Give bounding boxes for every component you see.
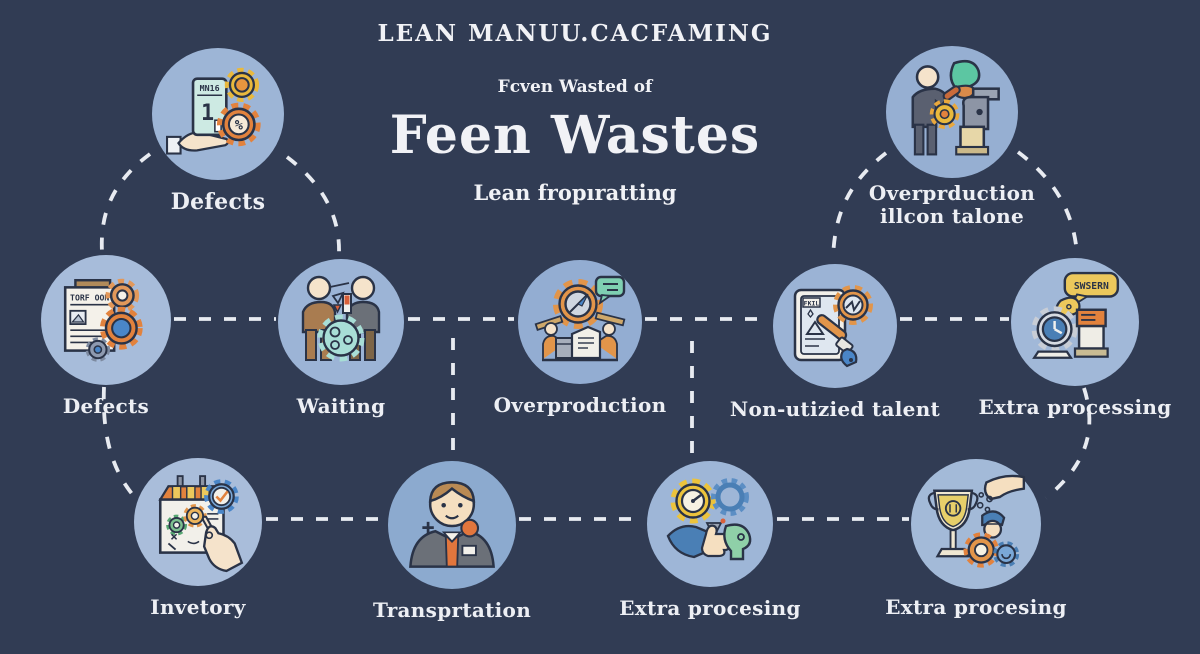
svg-text:SWSERN: SWSERN [1074, 281, 1109, 292]
calendar-gears-hand-icon [158, 475, 244, 573]
title-kicker: Fcven Wasted of [497, 77, 653, 97]
node-circle [647, 461, 773, 587]
node-label: Extra procesing [885, 595, 1067, 619]
worker-machine-icon [911, 60, 1000, 156]
node-circle [911, 459, 1041, 589]
node-label: Defects [62, 394, 150, 418]
node-circle [518, 260, 642, 384]
node-waiting: Waiting [216, 259, 466, 418]
node-label: Waiting [296, 394, 386, 418]
title-block: LEAN MANUU.CACFAMING Fcven Wasted of Fee… [360, 0, 790, 205]
node-circle: SWSERN [1011, 258, 1139, 386]
gear-compass-workers-icon [534, 275, 626, 362]
node-circle [886, 46, 1018, 178]
node-label: Invetory [150, 595, 246, 619]
gauge-gear-thumbsup-icon [666, 478, 752, 561]
title-eyebrow: LEAN MANUU.CACFAMING [377, 20, 773, 47]
node-overproduction-mid: Overprodıction [455, 260, 705, 417]
gear-clock-machine-bubble-icon: SWSERN [1031, 271, 1120, 359]
tablet-magnifier-gear-icon: FKIL [793, 285, 873, 368]
svg-text:MN16: MN16 [200, 83, 220, 93]
node-circle [388, 461, 516, 589]
node-label: Overprodıction [493, 393, 667, 417]
node-label: Extra procesing [619, 596, 801, 620]
node-label: Transprtation [372, 598, 532, 622]
node-circle [134, 458, 262, 586]
node-overproduction-top: Overprduction illcon talone [827, 46, 1077, 228]
node-circle [278, 259, 404, 385]
title-subtitle: Lean fropıratting [473, 180, 677, 205]
node-circle: FKIL [773, 264, 897, 388]
node-defects-mid: TORF OON Defects [0, 255, 231, 418]
node-extra-processing-mid: Extra procesing [585, 461, 835, 620]
svg-text:TORF OON: TORF OON [70, 293, 109, 303]
document-gears-icon: TORF OON [63, 278, 143, 362]
courier-person-icon [409, 481, 495, 568]
node-label: Defects [170, 189, 266, 215]
node-label: Overprduction illcon talone [868, 181, 1036, 228]
svg-text:%: % [235, 118, 244, 134]
node-label: Extra processing [978, 395, 1172, 419]
node-extra-processing-bottom-right: Extra procesing [851, 459, 1101, 619]
trophy-hand-gears-icon [927, 474, 1026, 568]
node-circle: TORF OON [41, 255, 171, 385]
page-title: Feen Wastes [389, 105, 761, 166]
node-inventory: Invetory [73, 458, 323, 619]
node-non-utilized-talent: FKIL Non-utizied talent [710, 264, 960, 421]
two-people-gear-icon [301, 275, 381, 362]
node-extra-processing-right: SWSERN Extra processing [950, 258, 1200, 419]
node-label: Non-utizied talent [729, 397, 941, 421]
hand-card-gears-icon: MN16 1 % [166, 67, 261, 155]
node-defects-top: MN16 1 % Defects [93, 48, 343, 215]
svg-text:FKIL: FKIL [804, 300, 820, 308]
svg-text:1: 1 [201, 101, 214, 126]
node-circle: MN16 1 % [152, 48, 284, 180]
node-transportation: Transprtation [327, 461, 577, 622]
